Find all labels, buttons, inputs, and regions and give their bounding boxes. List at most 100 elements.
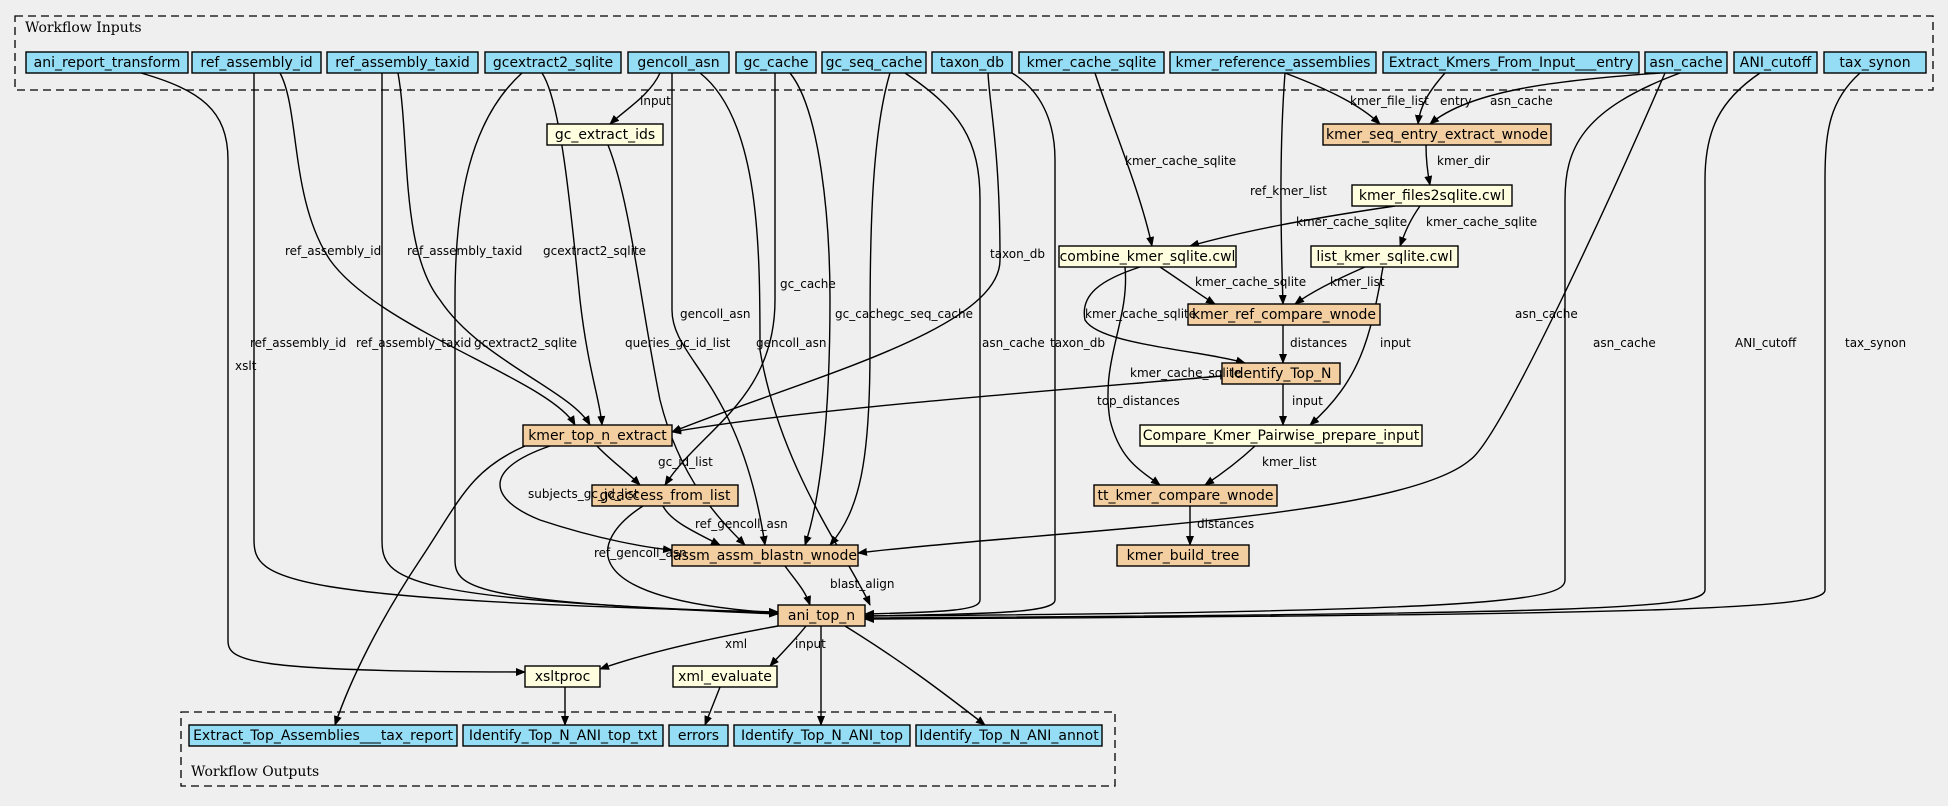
cluster-label-outputs: Workflow Outputs [191, 764, 319, 780]
node-box[interactable] [191, 51, 322, 74]
node-box[interactable] [1093, 484, 1278, 507]
node-compare-kmer-pairwise-prepare-input[interactable]: Compare_Kmer_Pairwise_prepare_input [1139, 424, 1423, 447]
node-kmer-build-tree[interactable]: kmer_build_tree [1116, 544, 1250, 567]
node-box[interactable] [915, 724, 1103, 747]
node-label: assm_assm_blastn_wnode [673, 548, 857, 564]
node-box[interactable] [522, 424, 673, 447]
node-combine-kmer-sqlite[interactable]: combine_kmer_sqlite.cwl [1058, 245, 1237, 268]
node-gc-cache[interactable]: gc_cache [735, 51, 817, 74]
node-xml-evaluate[interactable]: xml_evaluate [672, 665, 778, 688]
node-box[interactable] [462, 724, 664, 747]
edge-label: kmer_cache_sqlite [1125, 154, 1236, 168]
node-box[interactable] [931, 51, 1013, 74]
node-label: asn_cache [1649, 55, 1722, 71]
node-list-kmer-sqlite[interactable]: list_kmer_sqlite.cwl [1310, 245, 1459, 268]
edge-gc_seq_cache-to-ani_top_n [864, 72, 981, 618]
node-box[interactable] [1644, 51, 1728, 74]
node-box[interactable] [1018, 51, 1165, 74]
node-asn-cache[interactable]: asn_cache [1644, 51, 1728, 74]
node-label: Identify_Top_N_ANI_top [741, 728, 903, 744]
node-box[interactable] [1221, 362, 1341, 385]
node-label: list_kmer_sqlite.cwl [1316, 249, 1452, 265]
node-box[interactable] [627, 51, 730, 74]
node-kmer-seq-entry-extract-wnode[interactable]: kmer_seq_entry_extract_wnode [1322, 123, 1552, 146]
edge-kmer_files2sqlite-to-combine_kmer_sqlite [1189, 205, 1396, 248]
node-xsltproc[interactable]: xsltproc [524, 665, 601, 688]
edge-label: ref_gencoll_asn [695, 517, 788, 531]
node-box[interactable] [1823, 51, 1927, 74]
node-identify-top-n[interactable]: Identify_Top_N [1221, 362, 1341, 385]
node-assm-assm-blastn-wnode[interactable]: assm_assm_blastn_wnode [671, 544, 859, 567]
node-identify-top-n-ani-top-txt[interactable]: Identify_Top_N_ANI_top_txt [462, 724, 664, 747]
node-gc-seq-cache[interactable]: gc_seq_cache [821, 51, 927, 74]
node-ref-assembly-id[interactable]: ref_assembly_id [191, 51, 322, 74]
node-box[interactable] [546, 123, 664, 146]
node-errors[interactable]: errors [668, 724, 729, 747]
edge-asn_cache-to-assm_assm_blastn_wnode [857, 72, 1666, 556]
node-box[interactable] [484, 51, 622, 74]
node-box[interactable] [1351, 184, 1513, 207]
node-gcextract2-sqlite[interactable]: gcextract2_sqlite [484, 51, 622, 74]
edges-layer [140, 72, 1861, 726]
edge-kmer_files2sqlite-to-list_kmer_sqlite [1399, 205, 1421, 247]
node-extract-kmers-entry[interactable]: Extract_Kmers_From_Input___entry [1382, 51, 1640, 74]
node-box[interactable] [1733, 51, 1818, 74]
node-label: ref_assembly_id [200, 55, 312, 71]
edge-label: gencoll_asn [756, 336, 826, 350]
node-box[interactable] [668, 724, 729, 747]
edge-gencoll_asn-to-gc_extract_ids [609, 72, 661, 125]
node-box[interactable] [821, 51, 927, 74]
node-taxon-db[interactable]: taxon_db [931, 51, 1013, 74]
node-label: Identify_Top_N_ANI_top_txt [469, 728, 658, 744]
edge-xml_evaluate-to-errors [704, 686, 721, 726]
node-box[interactable] [1382, 51, 1640, 74]
edge-ani_report_transform-to-xsltproc [140, 72, 526, 676]
cluster-label-inputs: Workflow Inputs [25, 20, 142, 36]
node-box[interactable] [326, 51, 479, 74]
node-label: gcextract2_sqlite [493, 55, 613, 71]
node-box[interactable] [188, 724, 458, 747]
node-label: combine_kmer_sqlite.cwl [1060, 249, 1236, 265]
node-box[interactable] [671, 544, 859, 567]
node-box[interactable] [733, 724, 911, 747]
edge-label: xslt [235, 359, 257, 373]
node-box[interactable] [1310, 245, 1459, 268]
node-box[interactable] [1139, 424, 1423, 447]
edge-label: ref_assembly_id [250, 336, 346, 350]
node-tt-kmer-compare-wnode[interactable]: tt_kmer_compare_wnode [1093, 484, 1278, 507]
node-label: kmer_cache_sqlite [1027, 55, 1157, 71]
node-identify-top-n-ani-annot[interactable]: Identify_Top_N_ANI_annot [915, 724, 1103, 747]
node-box[interactable] [1116, 544, 1250, 567]
node-tax-synon[interactable]: tax_synon [1823, 51, 1927, 74]
node-ani-cutoff[interactable]: ANI_cutoff [1733, 51, 1818, 74]
node-kmer-top-n-extract[interactable]: kmer_top_n_extract [522, 424, 673, 447]
node-kmer-files2sqlite[interactable]: kmer_files2sqlite.cwl [1351, 184, 1513, 207]
node-gencoll-asn[interactable]: gencoll_asn [627, 51, 730, 74]
edge-label: kmer_dir [1437, 154, 1490, 168]
node-box[interactable] [591, 484, 739, 507]
node-box[interactable] [25, 51, 189, 74]
node-box[interactable] [1187, 303, 1381, 326]
node-extract-top-assemblies-tax-report[interactable]: Extract_Top_Assemblies___tax_report [188, 724, 458, 747]
node-kmer-ref-compare-wnode[interactable]: kmer_ref_compare_wnode [1187, 303, 1381, 326]
node-box[interactable] [524, 665, 601, 688]
node-box[interactable] [735, 51, 817, 74]
node-gc-extract-ids[interactable]: gc_extract_ids [546, 123, 664, 146]
edge-label: blast_align [830, 577, 895, 591]
node-ref-assembly-taxid[interactable]: ref_assembly_taxid [326, 51, 479, 74]
node-ani-report-transform[interactable]: ani_report_transform [25, 51, 189, 74]
node-kmer-cache-sqlite[interactable]: kmer_cache_sqlite [1018, 51, 1165, 74]
node-kmer-reference-assemblies[interactable]: kmer_reference_assemblies [1169, 51, 1377, 74]
edge-label: kmer_cache_sqlite [1085, 307, 1196, 321]
node-ani-top-n[interactable]: ani_top_n [777, 604, 866, 627]
edge-gc_cache-to-assm_assm_blastn_wnode [789, 72, 831, 546]
node-box[interactable] [1322, 123, 1552, 146]
node-box[interactable] [672, 665, 778, 688]
edge-gencoll_asn-to-assm_assm_blastn_wnode [671, 73, 768, 546]
node-gcaccess-from-list[interactable]: gcaccess_from_list [591, 484, 739, 507]
node-box[interactable] [1058, 245, 1237, 268]
edge-label: kmer_file_list [1350, 94, 1429, 108]
node-box[interactable] [1169, 51, 1377, 74]
node-identify-top-n-ani-top[interactable]: Identify_Top_N_ANI_top [733, 724, 911, 747]
node-box[interactable] [777, 604, 866, 627]
